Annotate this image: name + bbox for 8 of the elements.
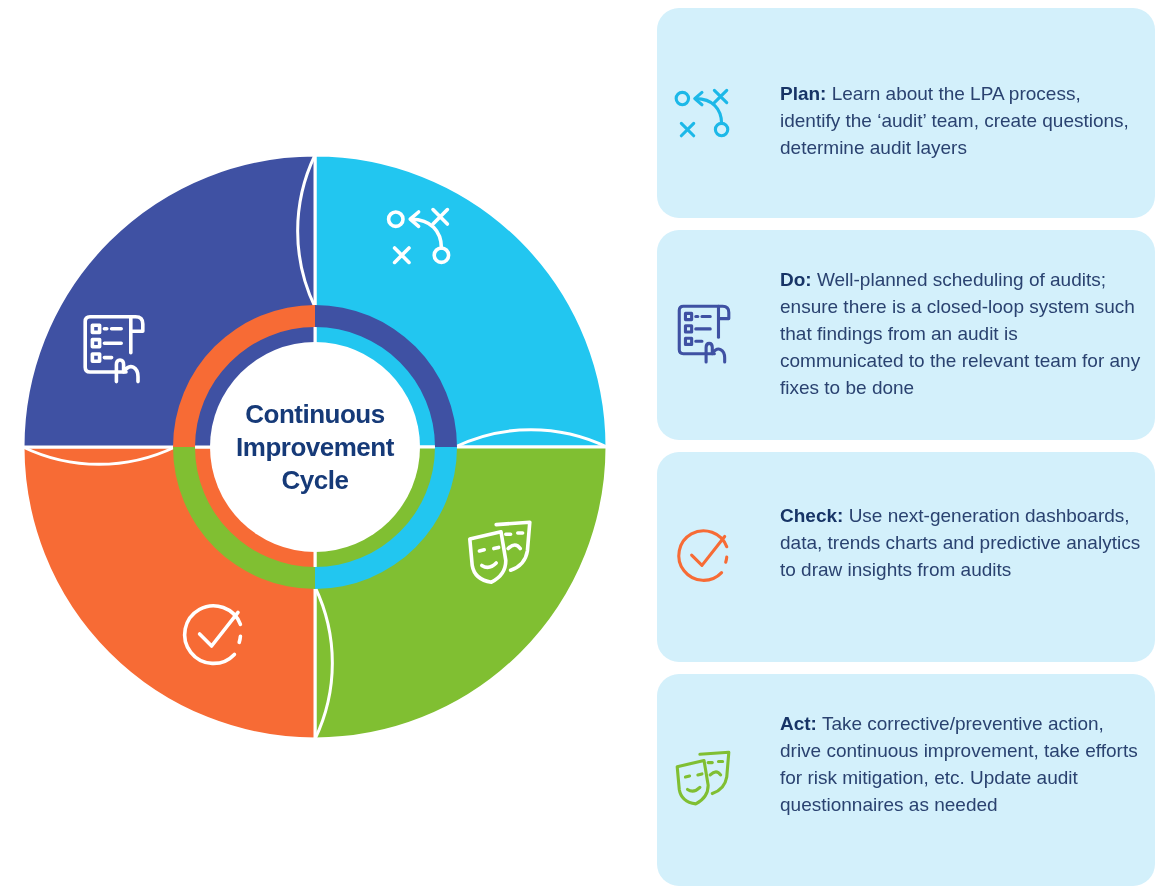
step-card bbox=[657, 452, 1155, 662]
step-card bbox=[657, 8, 1155, 218]
step-card bbox=[657, 674, 1155, 886]
step-card bbox=[657, 230, 1155, 440]
step-description: Act: Take corrective/preventive action, drive continuous improvement, take efforts for risk mitigation, etc. Update audit questionnaires as needed bbox=[780, 712, 1139, 817]
step-description: Check: Use next-generation dashboards, data, trends charts and predictive analytics to draw insights from audits bbox=[780, 504, 1141, 582]
step-description: Plan: Learn about the LPA process, identify the ‘audit’ team, create questions, determine audit layers bbox=[780, 82, 1130, 160]
step-description: Do: Well-planned scheduling of audits; ensure there is a closed-loop system such that findings from an audit is communicated to the relevant team for any fixes to be done bbox=[780, 268, 1141, 400]
